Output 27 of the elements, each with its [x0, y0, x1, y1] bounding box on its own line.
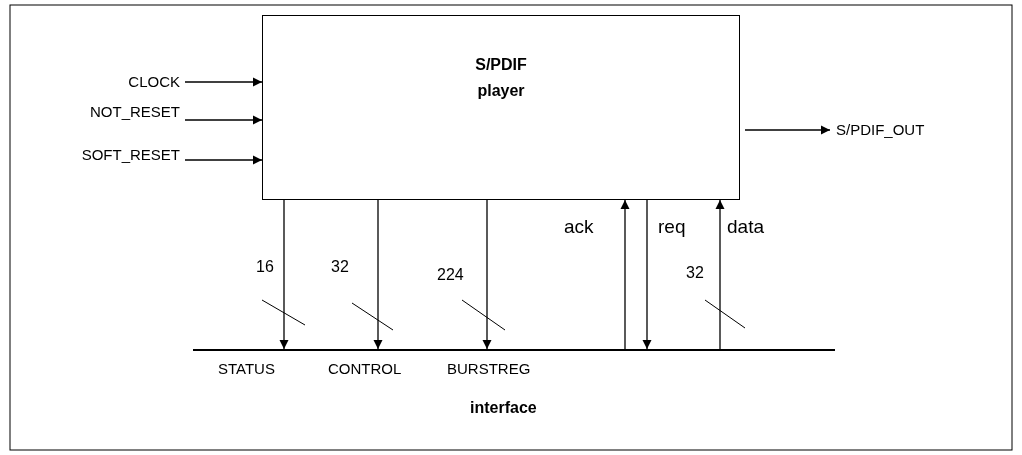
- edge-label: data: [727, 216, 764, 238]
- edge-label: ack: [564, 216, 594, 238]
- arrow: [184, 155, 263, 165]
- arrow: [373, 199, 383, 350]
- player-block: [262, 15, 740, 200]
- edge-label: BURSTREG: [447, 360, 531, 378]
- arrow: [482, 199, 492, 350]
- edge-label: req: [658, 216, 686, 238]
- arrow: [715, 199, 725, 350]
- edge-label: CONTROL: [328, 360, 402, 378]
- bus-width-label: 32: [331, 258, 349, 276]
- arrow: [620, 199, 630, 350]
- signal-label: NOT_RESET: [90, 103, 180, 121]
- signal-label: SOFT_RESET: [81, 146, 180, 164]
- signal-label: CLOCK: [128, 73, 180, 91]
- block-title: S/PDIF player: [474, 54, 528, 101]
- bus-width-label: 224: [437, 266, 464, 284]
- bus-width-label: 32: [686, 264, 704, 282]
- arrow: [279, 199, 289, 350]
- arrow: [642, 199, 652, 350]
- arrow: [184, 77, 263, 87]
- arrow: [744, 125, 831, 135]
- bus-caption: interface: [470, 399, 537, 417]
- edge-label: STATUS: [218, 360, 275, 378]
- signal-label: S/PDIF_OUT: [836, 121, 925, 139]
- bus-width-label: 16: [256, 258, 274, 276]
- arrow: [184, 115, 263, 125]
